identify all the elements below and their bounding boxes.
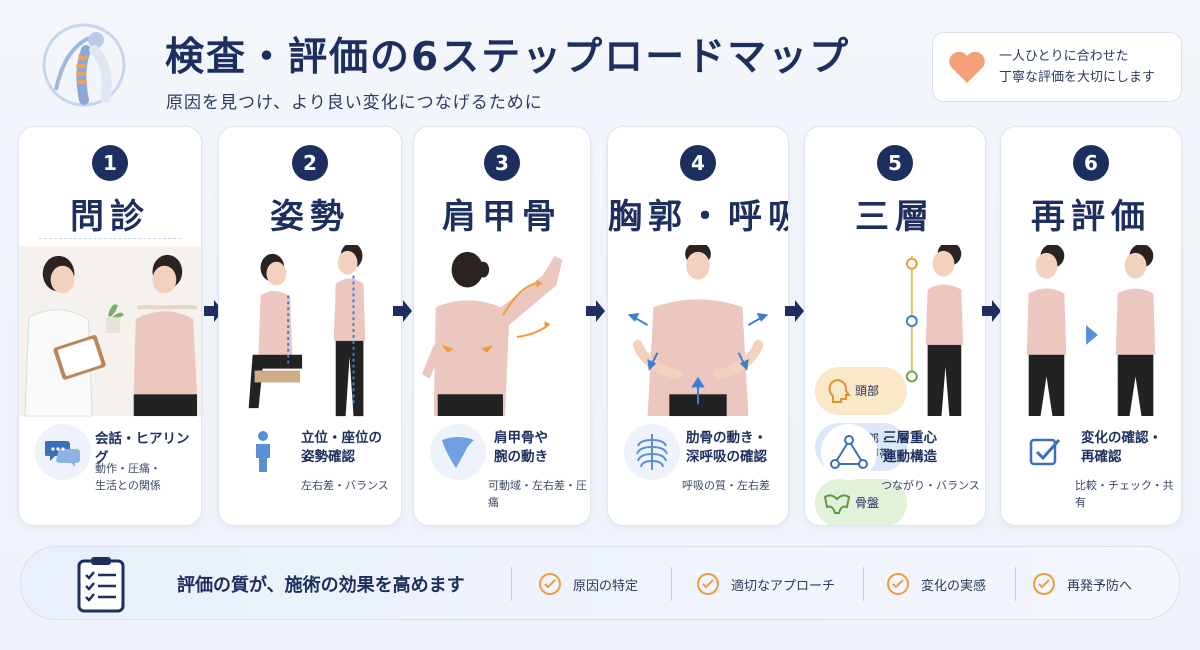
benefit-label: 適切なアプローチ bbox=[731, 578, 836, 594]
layer-label: 頭部 bbox=[855, 383, 880, 398]
step-detail: つながり・バランス bbox=[881, 479, 980, 492]
check-icon bbox=[887, 573, 909, 595]
benefit-item: 再発予防へ bbox=[1033, 573, 1132, 595]
step-title: 再評価 bbox=[1031, 197, 1151, 237]
checkbox-check-icon bbox=[1017, 424, 1073, 480]
scapula-icon bbox=[430, 424, 486, 480]
step-title: 肩甲骨 bbox=[442, 197, 562, 237]
layer-head: 頭部 bbox=[815, 367, 907, 415]
divider bbox=[511, 567, 512, 601]
step-title: 三層 bbox=[855, 197, 935, 237]
step-card-6: 6 再評価 変化の確認・ 再確認 比較・チェック・共有 bbox=[1000, 126, 1182, 526]
page-title: 検査・評価の6ステップロードマップ bbox=[165, 35, 851, 80]
step-number: 2 bbox=[292, 145, 328, 181]
check-icon bbox=[697, 573, 719, 595]
clipboard-checklist-icon bbox=[77, 557, 125, 613]
layer-pelvis: 骨盤 bbox=[815, 479, 907, 525]
step-detail: 可動域・左右差・圧痛 bbox=[488, 479, 587, 509]
breathing-illustration bbox=[627, 245, 769, 417]
layer-label: 骨盤 bbox=[855, 495, 880, 510]
step-description: 三層重心 連動構造 bbox=[883, 430, 937, 465]
spine-logo-icon bbox=[42, 23, 126, 107]
ribcage-icon bbox=[624, 424, 680, 480]
step-card-1: 1 問診 会話・ヒアリング 動作・圧痛・ 生活との関係 bbox=[18, 126, 202, 526]
step-card-2: 2 姿勢 立位・座位の 姿勢確認 左右差・バランス bbox=[218, 126, 402, 526]
step-detail: 呼吸の質・左右差 bbox=[682, 479, 770, 492]
step-card-4: 4 胸郭・呼吸 肋骨の動き・ 深呼吸の確認 呼吸の質・左右差 bbox=[607, 126, 789, 526]
benefit-item: 適切なアプローチ bbox=[697, 573, 835, 595]
step-card-3: 3 肩甲骨 肩甲骨や 腕の動き 可動域・左右差・圧痛 bbox=[413, 126, 591, 526]
network-triangle-icon bbox=[821, 424, 877, 480]
heart-icon bbox=[949, 51, 985, 83]
step-card-5: 5 三層 頭部 胸郭・ 肩甲帯 骨盤 三層重心 連動構造 つながり・バランス bbox=[804, 126, 986, 526]
step-title: 姿勢 bbox=[270, 197, 350, 237]
benefit-item: 変化の実感 bbox=[887, 573, 986, 595]
standing-person-icon bbox=[235, 424, 291, 480]
step-title: 胸郭・呼吸 bbox=[608, 197, 789, 237]
step-detail: 動作・圧痛・ 生活との関係 bbox=[95, 462, 161, 492]
step-number: 3 bbox=[484, 145, 520, 181]
summary-banner: 評価の質が、施術の効果を高めます 原因の特定 適切なアプローチ 変化の実感 再発… bbox=[20, 546, 1180, 620]
step-description: 立位・座位の 姿勢確認 bbox=[301, 430, 382, 465]
step-description: 肩甲骨や 腕の動き bbox=[494, 430, 548, 465]
step-description: 会話・ヒアリング bbox=[95, 431, 190, 466]
step-number: 5 bbox=[877, 145, 913, 181]
arrow-right-icon bbox=[586, 300, 605, 322]
arrow-right-icon bbox=[393, 300, 412, 322]
arrow-right-icon bbox=[982, 300, 1001, 322]
benefit-label: 原因の特定 bbox=[573, 578, 639, 594]
benefit-label: 変化の実感 bbox=[921, 578, 987, 594]
banner-message: 評価の質が、施術の効果を高めます bbox=[177, 575, 465, 596]
step-number: 1 bbox=[92, 145, 128, 181]
divider bbox=[671, 567, 672, 601]
benefit-item: 原因の特定 bbox=[539, 573, 638, 595]
benefit-label: 再発予防へ bbox=[1067, 578, 1133, 594]
head-icon bbox=[828, 378, 851, 403]
re-evaluation-illustration bbox=[1026, 245, 1156, 417]
page-subtitle: 原因を見つけ、より良い変化につなげるために bbox=[166, 93, 543, 113]
step-description: 肋骨の動き・ 深呼吸の確認 bbox=[686, 430, 767, 465]
arrow-right-icon bbox=[785, 300, 804, 322]
step-detail: 比較・チェック・共有 bbox=[1075, 479, 1174, 509]
divider bbox=[863, 567, 864, 601]
chat-bubble-icon bbox=[35, 424, 91, 480]
consultation-illustration bbox=[19, 245, 201, 417]
step-number: 4 bbox=[680, 145, 716, 181]
divider bbox=[1015, 567, 1016, 601]
step-title: 問診 bbox=[70, 197, 150, 237]
shoulder-blade-illustration bbox=[421, 251, 563, 417]
check-icon bbox=[539, 573, 561, 595]
pelvis-icon bbox=[823, 494, 851, 514]
check-icon bbox=[1033, 573, 1055, 595]
divider bbox=[39, 238, 181, 239]
step-number: 6 bbox=[1073, 145, 1109, 181]
three-layer-illustration bbox=[905, 245, 964, 417]
step-detail: 左右差・バランス bbox=[301, 479, 389, 492]
care-note-line2: 丁寧な評価を大切にします bbox=[999, 70, 1156, 85]
posture-illustration bbox=[248, 245, 366, 417]
care-note: 一人ひとりに合わせた 丁寧な評価を大切にします bbox=[932, 32, 1182, 102]
care-note-line1: 一人ひとりに合わせた bbox=[999, 49, 1129, 64]
step-description: 変化の確認・ 再確認 bbox=[1081, 430, 1162, 465]
